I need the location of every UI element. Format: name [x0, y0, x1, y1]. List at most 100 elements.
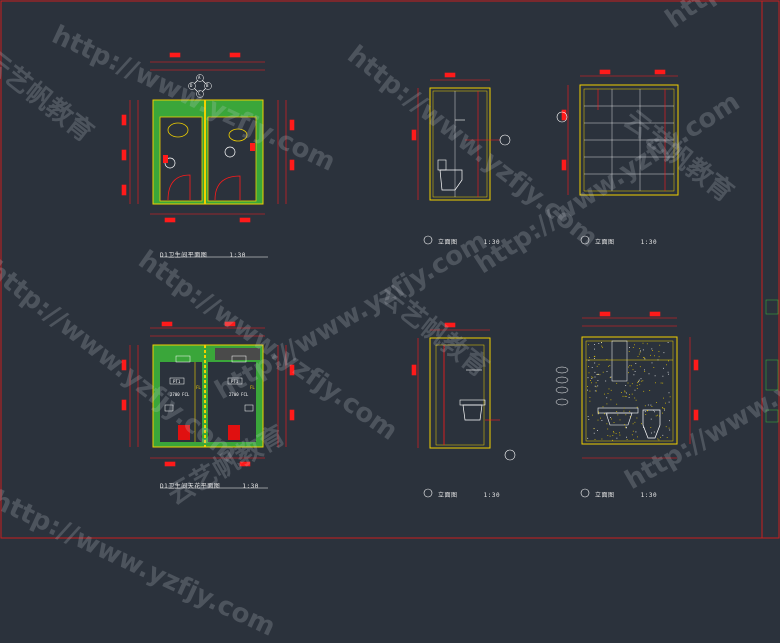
speckle-dot — [613, 422, 615, 423]
speckle-dot — [621, 392, 622, 393]
speckle-dot — [594, 348, 595, 350]
speckle-dot — [606, 371, 608, 372]
elev-d-title: 立面图 1:30 — [595, 490, 657, 499]
speckle-dot — [650, 418, 652, 420]
speckle-dot — [587, 389, 588, 391]
elev-c-tag — [504, 449, 516, 461]
speckle-dot — [636, 388, 638, 389]
speckle-dot — [610, 389, 612, 391]
speckle-dot — [608, 388, 610, 390]
speckle-dot — [590, 380, 591, 381]
speckle-dot — [619, 432, 620, 434]
speckle-dot — [628, 351, 630, 352]
speckle-dot — [644, 358, 646, 360]
speckle-dot — [597, 373, 599, 375]
speckle-dot — [626, 392, 627, 394]
speckle-dot — [606, 423, 608, 425]
speckle-dot — [591, 376, 593, 378]
speckle-dot — [655, 382, 656, 384]
speckle-dot — [597, 413, 599, 415]
speckle-dot — [624, 390, 626, 392]
speckle-dot — [642, 380, 644, 382]
speckle-dot — [662, 434, 664, 436]
speckle-dot — [662, 412, 663, 414]
floor-plan-top — [152, 74, 264, 205]
speckle-dot — [643, 357, 644, 358]
speckle-dot — [625, 414, 627, 416]
speckle-dot — [637, 356, 639, 357]
speckle-dot — [660, 436, 661, 438]
speckle-dot — [619, 419, 621, 421]
speckle-dot — [607, 428, 609, 430]
elev-d-marker — [580, 488, 590, 498]
speckle-dot — [601, 342, 602, 344]
speckle-dot — [632, 347, 634, 348]
speckle-dot — [589, 390, 591, 392]
speckle-dot — [664, 408, 665, 410]
speckle-dot — [602, 406, 604, 408]
speckle-dot — [610, 399, 612, 401]
speckle-dot — [626, 439, 628, 440]
speckle-dot — [644, 357, 645, 359]
speckle-dot — [589, 400, 591, 402]
speckle-dot — [665, 402, 666, 404]
plan-bottom-title: D1卫生间天花平面图 1:30 — [160, 481, 259, 490]
speckle-dot — [613, 432, 615, 434]
speckle-dot — [643, 390, 645, 392]
speckle-dot — [629, 365, 631, 366]
speckle-dot — [662, 375, 664, 377]
speckle-dot — [636, 417, 638, 419]
speckle-dot — [657, 359, 659, 361]
speckle-dot — [667, 342, 669, 343]
speckle-dot — [644, 371, 646, 372]
speckle-dot — [634, 397, 636, 399]
speckle-dot — [658, 356, 660, 358]
plan-top-scale: 1:30 — [229, 252, 246, 259]
elev-d-title-text: 立面图 — [595, 492, 615, 499]
speckle-dot — [657, 414, 658, 416]
speckle-dot — [597, 430, 598, 431]
speckle-dot — [591, 382, 592, 384]
tag-fl-right: FL — [250, 385, 255, 390]
elev-b-scale: 1:30 — [640, 239, 658, 246]
speckle-dot — [613, 431, 614, 432]
speckle-dot — [601, 438, 603, 440]
speckle-dot — [647, 410, 648, 411]
speckle-dot — [644, 405, 646, 407]
speckle-dot — [594, 371, 596, 373]
speckle-dot — [653, 409, 655, 411]
speckle-dot — [601, 345, 603, 347]
speckle-dot — [624, 395, 626, 397]
dimension-lines-elev-c — [411, 322, 500, 448]
speckle-dot — [637, 436, 638, 438]
title-block-strip — [765, 299, 779, 423]
speckle-dot — [616, 411, 618, 412]
elev-d-scale: 1:30 — [640, 492, 658, 499]
speckle-dot — [624, 424, 626, 425]
speckle-dot — [639, 366, 641, 368]
speckle-dot — [598, 411, 599, 413]
speckle-dot — [669, 429, 671, 431]
elev-d-tags — [555, 366, 569, 406]
elev-c-marker — [423, 488, 433, 498]
speckle-dot — [634, 344, 635, 346]
speckle-dot — [639, 384, 641, 386]
elev-a-tag — [499, 134, 511, 146]
speckle-dot — [654, 411, 655, 413]
speckle-dot — [640, 378, 642, 380]
speckle-dot — [639, 351, 641, 353]
elev-c-title: 立面图 1:30 — [438, 490, 500, 499]
plan-top-title-text: D1卫生间平面图 — [160, 252, 208, 259]
speckle-dot — [653, 367, 655, 368]
speckle-dot — [650, 404, 652, 406]
speckle-dot — [656, 402, 657, 403]
speckle-dot — [641, 423, 642, 425]
speckle-dot — [592, 376, 594, 378]
speckle-dot — [666, 437, 668, 438]
tag-pt1-left: PT1 — [173, 379, 181, 384]
elev-a-scale: 1:30 — [483, 239, 501, 246]
speckle-dot — [609, 377, 611, 378]
speckle-dot — [598, 373, 599, 375]
speckle-dot — [642, 349, 644, 351]
speckle-dot — [664, 409, 665, 411]
